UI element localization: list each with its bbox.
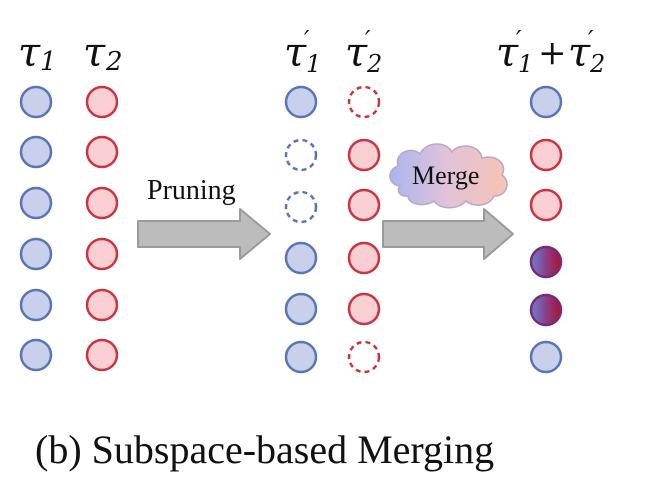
node-tau2-4-red	[85, 237, 119, 271]
node-tau2p-6-red-pruned	[347, 340, 381, 374]
column-tau1-prime	[284, 85, 318, 374]
label-tau2p-prime: ′	[365, 26, 371, 54]
node-tau2-3-red	[85, 186, 119, 220]
pruning-label: Pruning	[147, 175, 236, 206]
label-tau2: τ 2	[83, 30, 123, 77]
node-tau1p-2-blue-pruned	[284, 138, 318, 172]
node-tau1-1-blue	[19, 85, 53, 119]
label-tau1-prime: τ ′ 1	[284, 26, 321, 78]
node-tau2-5-red	[85, 288, 119, 322]
label-tau1p-prime: ′	[304, 26, 310, 54]
node-tau1p-1-blue	[284, 85, 318, 119]
label-sum-tau2-prime: ′	[588, 26, 594, 54]
label-tau2p-base: τ	[345, 30, 368, 76]
node-merged-5-mixed	[529, 293, 563, 327]
merge-arrow-shape	[382, 208, 514, 260]
label-tau1-base: τ	[18, 30, 41, 76]
cloud-shape	[389, 143, 508, 209]
node-tau2p-5-red	[347, 292, 381, 326]
label-tau1-sub: 1	[40, 47, 57, 77]
merge-arrow: Merge	[382, 143, 514, 260]
node-tau1p-4-blue	[284, 241, 318, 275]
node-tau1p-6-blue	[284, 340, 318, 374]
node-merged-2-red	[529, 138, 563, 172]
node-tau1-3-blue	[19, 186, 53, 220]
node-merged-4-mixed	[529, 245, 563, 279]
node-tau2p-4-red	[347, 241, 381, 275]
label-tau2-sub: 2	[105, 47, 123, 77]
label-sum-tau1-base: τ	[496, 30, 519, 76]
merge-cloud: Merge	[389, 143, 508, 209]
label-sum: τ ′ 1 + τ ′ 2	[496, 26, 605, 78]
node-tau2p-1-red-pruned	[347, 85, 381, 119]
column-tau2-prime	[347, 85, 381, 374]
node-merged-3-red	[529, 188, 563, 222]
label-tau2-prime: τ ′ 2	[345, 26, 382, 78]
node-tau2p-2-red	[347, 138, 381, 172]
node-tau1p-3-blue-pruned	[284, 190, 318, 224]
label-sum-tau1-prime: ′	[516, 26, 522, 54]
node-merged-6-blue	[529, 340, 563, 374]
node-tau2p-3-red	[347, 188, 381, 222]
label-tau1p-base: τ	[284, 30, 307, 76]
merge-label: Merge	[412, 161, 479, 190]
column-merged	[529, 85, 563, 374]
pruning-arrow-shape	[137, 208, 271, 260]
label-tau2p-sub: 2	[366, 50, 382, 78]
node-tau2-1-red	[85, 85, 119, 119]
node-tau1-5-blue	[19, 288, 53, 322]
label-sum-tau2-base: τ	[568, 30, 591, 76]
label-sum-plus: +	[538, 33, 567, 73]
node-tau1-2-blue	[19, 135, 53, 169]
pruning-arrow: Pruning	[137, 175, 271, 260]
label-sum-tau2-sub: 2	[589, 50, 605, 78]
node-tau2-6-red	[85, 338, 119, 372]
node-merged-1-blue	[529, 85, 563, 119]
label-tau1p-sub: 1	[306, 50, 321, 78]
label-sum-tau1-sub: 1	[518, 50, 533, 78]
label-tau1: τ 1	[18, 30, 57, 77]
column-tau1	[19, 85, 53, 372]
node-tau1-4-blue	[19, 237, 53, 271]
label-tau2-base: τ	[83, 30, 106, 76]
caption: (b) Subspace-based Merging	[35, 427, 494, 472]
node-tau1p-5-blue	[284, 292, 318, 326]
node-tau2-2-red	[85, 135, 119, 169]
node-tau1-6-blue	[19, 338, 53, 372]
column-tau2	[85, 85, 119, 372]
